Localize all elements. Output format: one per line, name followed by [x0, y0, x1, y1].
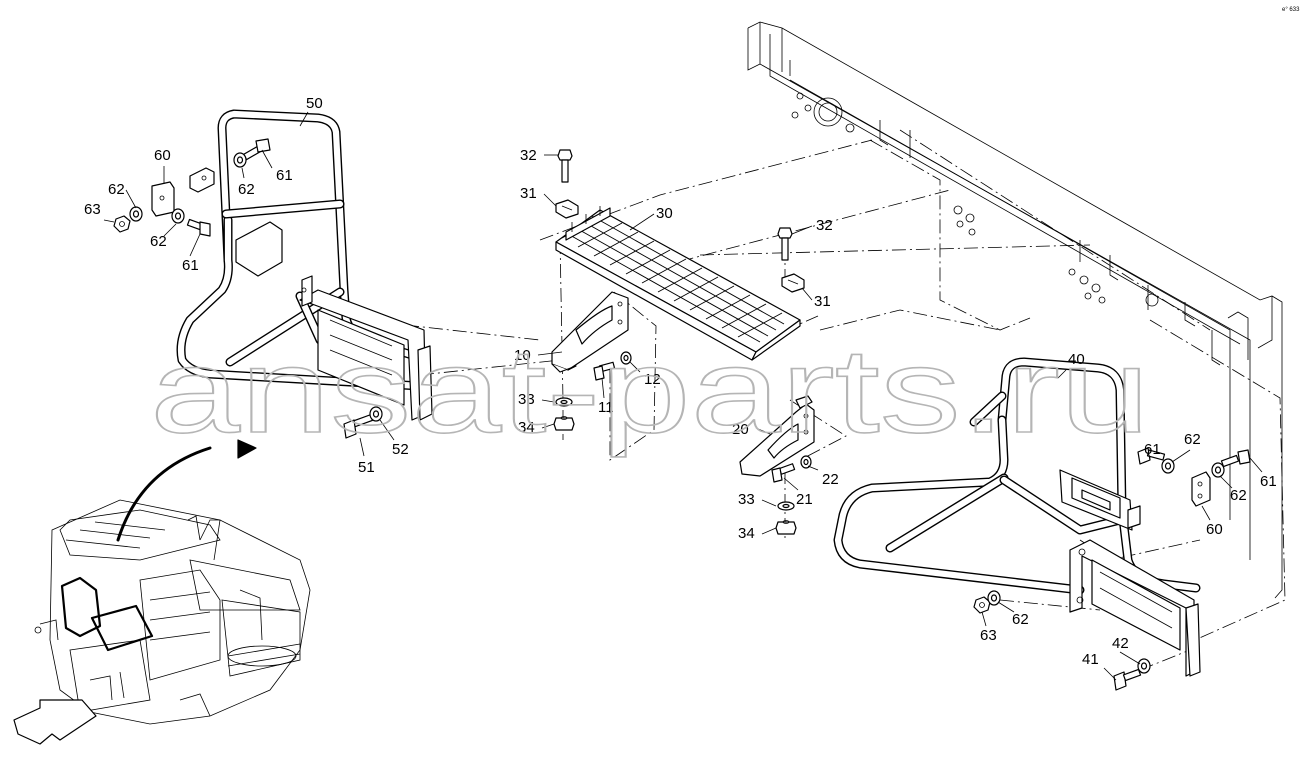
callout-40: 40 — [1068, 351, 1085, 368]
callout-31: 31 — [814, 293, 831, 310]
bracket-60-right — [1191, 471, 1211, 507]
callout-34: 34 — [738, 525, 755, 542]
fasteners-right — [973, 447, 1251, 691]
bracket-10 — [551, 291, 629, 373]
callout-22: 22 — [822, 471, 839, 488]
machine-frame — [747, 21, 1283, 599]
callout-62: 62 — [238, 181, 255, 198]
callout-62: 62 — [1012, 611, 1029, 628]
clips-31 — [555, 199, 805, 293]
callout-32: 32 — [520, 147, 537, 164]
bracket-20 — [739, 395, 815, 477]
callout-11: 11 — [598, 399, 614, 416]
callout-33: 33 — [738, 491, 755, 508]
callout-62: 62 — [1184, 431, 1201, 448]
callout-61: 61 — [1260, 473, 1277, 490]
handrail-right — [833, 357, 1201, 677]
drawing-code: e° 633 — [1282, 7, 1300, 13]
callout-52: 52 — [392, 441, 409, 458]
bracket-60-left — [151, 167, 215, 217]
callout-62: 62 — [150, 233, 167, 250]
machine-overview — [13, 439, 311, 745]
callout-32: 32 — [816, 217, 833, 234]
callout-41: 41 — [1082, 651, 1099, 668]
callout-21: 21 — [796, 491, 813, 508]
callout-63: 63 — [980, 627, 997, 644]
leader-lines — [103, 111, 1263, 681]
callout-33: 33 — [518, 391, 535, 408]
callout-12: 12 — [644, 371, 661, 388]
handrail-left — [176, 109, 433, 421]
callout-30: 30 — [656, 205, 673, 222]
callout-63: 63 — [84, 201, 101, 218]
callout-60-right: 60 — [1206, 521, 1223, 538]
callout-62: 62 — [108, 181, 125, 198]
callout-20: 20 — [732, 421, 749, 438]
fasteners-center — [553, 351, 812, 535]
callout-labels: 50 60 62 62 61 63 62 61 51 52 32 31 30 3… — [84, 95, 1277, 668]
callout-50: 50 — [306, 95, 323, 112]
fasteners-left — [113, 138, 383, 439]
callout-62: 62 — [1230, 487, 1247, 504]
callout-31: 31 — [520, 185, 537, 202]
callout-60-left: 60 — [154, 147, 171, 164]
callout-51: 51 — [358, 459, 375, 476]
step-grating — [555, 206, 801, 361]
callout-34: 34 — [518, 419, 535, 436]
callout-42: 42 — [1112, 635, 1129, 652]
callout-10: 10 — [514, 347, 531, 364]
watermark: ansat-parts.ru — [150, 324, 1150, 458]
callout-61: 61 — [182, 257, 199, 274]
callout-61: 61 — [276, 167, 293, 184]
bolts-32 — [557, 149, 793, 261]
